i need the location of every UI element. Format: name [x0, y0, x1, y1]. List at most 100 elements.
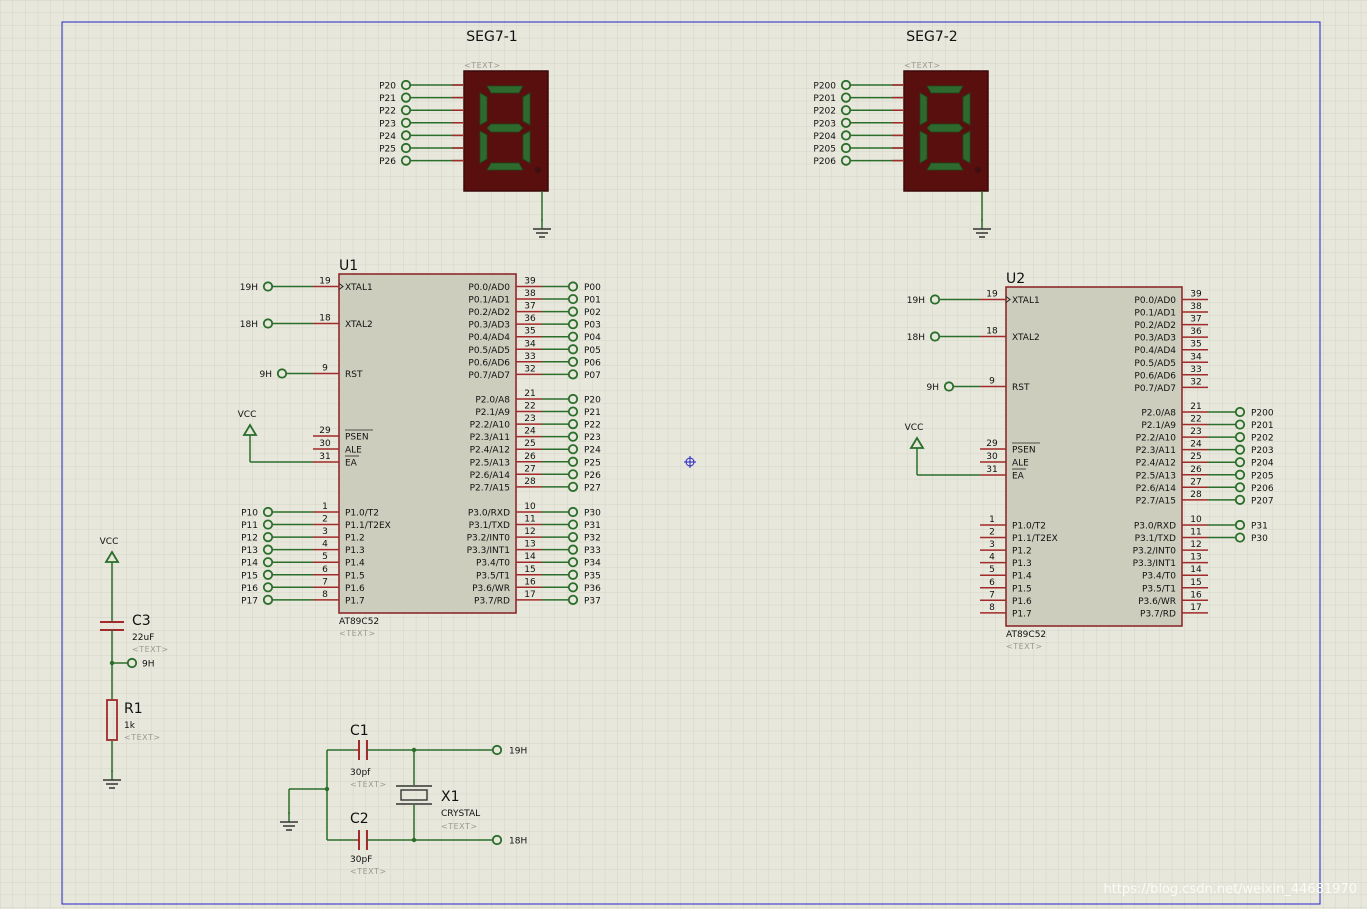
seg2-terminal[interactable]: [840, 117, 852, 128]
u1-net-label: P04: [584, 333, 601, 343]
u1-terminal[interactable]: [276, 368, 288, 379]
u2-pin-number: 27: [1190, 477, 1201, 487]
osc-terminal[interactable]: [491, 744, 503, 756]
u2-pin-number: 3: [989, 540, 995, 550]
seg2-net-label: P203: [813, 119, 836, 129]
u1-terminal[interactable]: [567, 344, 579, 355]
u1-terminal[interactable]: [567, 293, 579, 305]
seg1-terminal[interactable]: [400, 130, 412, 141]
u2-terminal[interactable]: [943, 381, 955, 392]
u2-pin-number: 39: [1190, 290, 1202, 300]
seg2-terminal[interactable]: [840, 79, 852, 91]
u2-pin-name: P0.3/AD3: [1134, 334, 1176, 344]
u1-pin-number: 15: [524, 565, 535, 575]
u1-terminal[interactable]: [262, 506, 274, 518]
reset-terminal[interactable]: [126, 657, 138, 669]
u1-terminal[interactable]: [567, 569, 579, 580]
u1-terminal[interactable]: [262, 318, 274, 329]
seg1-net-label: P26: [379, 157, 396, 167]
u1-terminal[interactable]: [567, 481, 579, 492]
u1-terminal[interactable]: [567, 557, 579, 568]
u1-chip-body[interactable]: [338, 273, 517, 614]
u1-terminal[interactable]: [262, 281, 274, 292]
u2-pin-name: ALE: [1012, 459, 1029, 469]
u2-terminal[interactable]: [1234, 406, 1246, 418]
u1-terminal[interactable]: [262, 594, 274, 605]
u2-terminal[interactable]: [1234, 532, 1246, 543]
u1-terminal[interactable]: [262, 569, 274, 580]
u1-terminal[interactable]: [567, 306, 579, 317]
u1-pin-name: P3.0/RXD: [468, 509, 510, 519]
origin-marker: [684, 456, 696, 468]
u1-terminal[interactable]: [567, 506, 579, 518]
u1-terminal[interactable]: [567, 531, 579, 543]
u1-pin-name: P1.2: [345, 534, 365, 544]
u2-terminal[interactable]: [1234, 469, 1246, 480]
u1-terminal[interactable]: [567, 369, 579, 380]
u1-terminal[interactable]: [567, 406, 579, 417]
seg1-terminal[interactable]: [400, 142, 412, 154]
u1-pin-name: P1.1/T2EX: [345, 521, 391, 531]
u1-pin-number: 31: [319, 452, 330, 462]
osc-terminal[interactable]: [491, 834, 503, 846]
u1-terminal[interactable]: [567, 469, 579, 480]
u1-pin-name: P0.4/AD4: [468, 333, 510, 343]
u1-terminal[interactable]: [567, 456, 579, 467]
u2-terminal[interactable]: [1234, 482, 1246, 493]
seg1-terminal[interactable]: [400, 92, 412, 103]
u2-net-label: 9H: [927, 383, 940, 393]
u2-pin-name: P3.6/WR: [1138, 597, 1176, 607]
c1-text-placeholder: <TEXT>: [350, 780, 387, 789]
u1-terminal[interactable]: [262, 519, 274, 530]
u1-terminal[interactable]: [567, 331, 579, 342]
u1-pin-number: 27: [524, 464, 535, 474]
seg1-terminal[interactable]: [400, 155, 412, 166]
u1-pin-name: EA: [345, 459, 358, 469]
u1-terminal[interactable]: [567, 444, 579, 455]
u1-pin-name: P0.5/AD5: [468, 346, 510, 356]
u2-terminal[interactable]: [1234, 444, 1246, 455]
seg1-terminal[interactable]: [400, 79, 412, 91]
u1-terminal[interactable]: [567, 544, 579, 555]
seg2-terminal[interactable]: [840, 142, 852, 154]
seg1-terminal[interactable]: [400, 105, 412, 116]
u2-terminal[interactable]: [929, 331, 941, 342]
seg2-terminal[interactable]: [840, 130, 852, 141]
u1-terminal[interactable]: [567, 582, 579, 593]
seg2-terminal[interactable]: [840, 155, 852, 166]
u1-net-label: P36: [584, 584, 601, 594]
u2-text-placeholder: <TEXT>: [1006, 642, 1043, 651]
u1-terminal[interactable]: [567, 519, 579, 530]
u1-terminal[interactable]: [567, 281, 579, 292]
u1-terminal[interactable]: [567, 418, 579, 430]
u1-terminal[interactable]: [262, 531, 274, 543]
u2-pin-number: 24: [1190, 440, 1202, 450]
u2-chip-body[interactable]: [1005, 286, 1183, 627]
u2-terminal[interactable]: [1234, 457, 1246, 468]
u1-terminal[interactable]: [567, 431, 579, 442]
u1-terminal[interactable]: [567, 393, 579, 405]
u1-pin-name: P2.3/A11: [470, 433, 510, 443]
u1-pin-name: P1.4: [345, 559, 365, 569]
u1-pin-name: P2.5/A13: [470, 458, 510, 468]
seg2-terminal[interactable]: [840, 105, 852, 116]
seg1-segment-a: [486, 85, 524, 94]
u2-terminal[interactable]: [929, 294, 941, 305]
seg1-terminal[interactable]: [400, 117, 412, 128]
u1-terminal[interactable]: [262, 582, 274, 593]
u1-terminal[interactable]: [567, 319, 579, 330]
u1-terminal[interactable]: [567, 594, 579, 605]
u2-terminal[interactable]: [1234, 419, 1246, 430]
u2-terminal[interactable]: [1234, 431, 1246, 443]
u2-terminal[interactable]: [1234, 494, 1246, 505]
x1-crystal[interactable]: [400, 789, 428, 801]
u2-terminal[interactable]: [1234, 519, 1246, 531]
u1-terminal[interactable]: [567, 356, 579, 367]
u2-pin-number: 34: [1190, 352, 1202, 362]
seg2-terminal[interactable]: [840, 92, 852, 103]
u1-terminal[interactable]: [262, 544, 274, 555]
u1-net-label: P33: [584, 546, 601, 556]
u1-terminal[interactable]: [262, 557, 274, 568]
u1-pin-number: 22: [524, 402, 535, 412]
